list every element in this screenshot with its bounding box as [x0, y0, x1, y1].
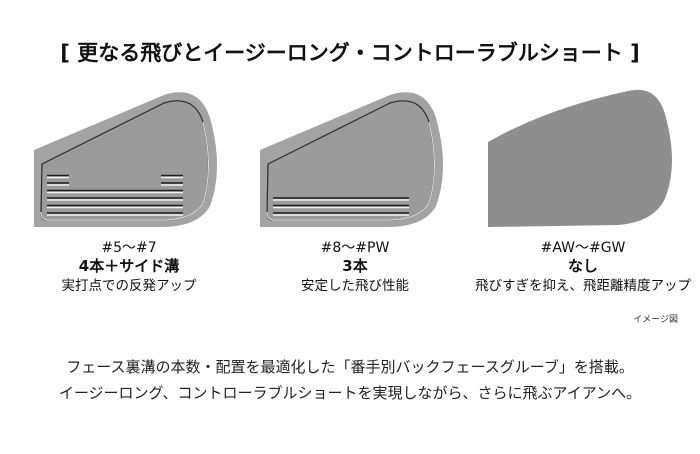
wedge-head-icon [488, 89, 672, 228]
club-range: #AW〜#GW [540, 240, 626, 256]
club-illustrations [0, 88, 700, 233]
club-label-long-iron: #5〜#7 4本＋サイド溝 実打点での反発アップ [14, 239, 244, 296]
footer-line-1: フェース裏溝の本数・配置を最適化した「番手別バックフェースグルーブ」を搭載。 [66, 358, 634, 376]
grooves [273, 197, 409, 216]
grooves [47, 174, 183, 216]
image-note: イメージ図 [633, 315, 678, 325]
club-description: 安定した飛び性能 [301, 278, 409, 294]
groove-count: 3本 [342, 257, 368, 275]
iron-head-icon [260, 92, 443, 227]
club-range: #5〜#7 [101, 240, 157, 256]
club-label-short-iron: #8〜#PW 3本 安定した飛び性能 [240, 239, 470, 296]
groove-count: 4本＋サイド溝 [78, 257, 180, 275]
iron-head-icon [34, 92, 217, 227]
club-head-long-iron [14, 88, 244, 233]
footer-text: フェース裏溝の本数・配置を最適化した「番手別バックフェースグルーブ」を搭載。 イ… [0, 354, 700, 406]
footer-line-2: イージーロング、コントローラブルショートを実現しながら、さらに飛ぶアイアンへ。 [58, 384, 642, 402]
club-head-short-iron [240, 88, 470, 233]
groove-count: なし [567, 257, 598, 275]
club-head-wedge [468, 88, 698, 233]
club-label-wedge: #AW〜#GW なし 飛びすぎを抑え、飛距離精度アップ [468, 239, 698, 296]
club-description: 実打点での反発アップ [61, 278, 197, 294]
club-range: #8〜#PW [320, 240, 390, 256]
club-description: 飛びすぎを抑え、飛距離精度アップ [475, 278, 691, 294]
section-title: [ 更なる飛びとイージーロング・コントローラブルショート ] [60, 41, 640, 65]
